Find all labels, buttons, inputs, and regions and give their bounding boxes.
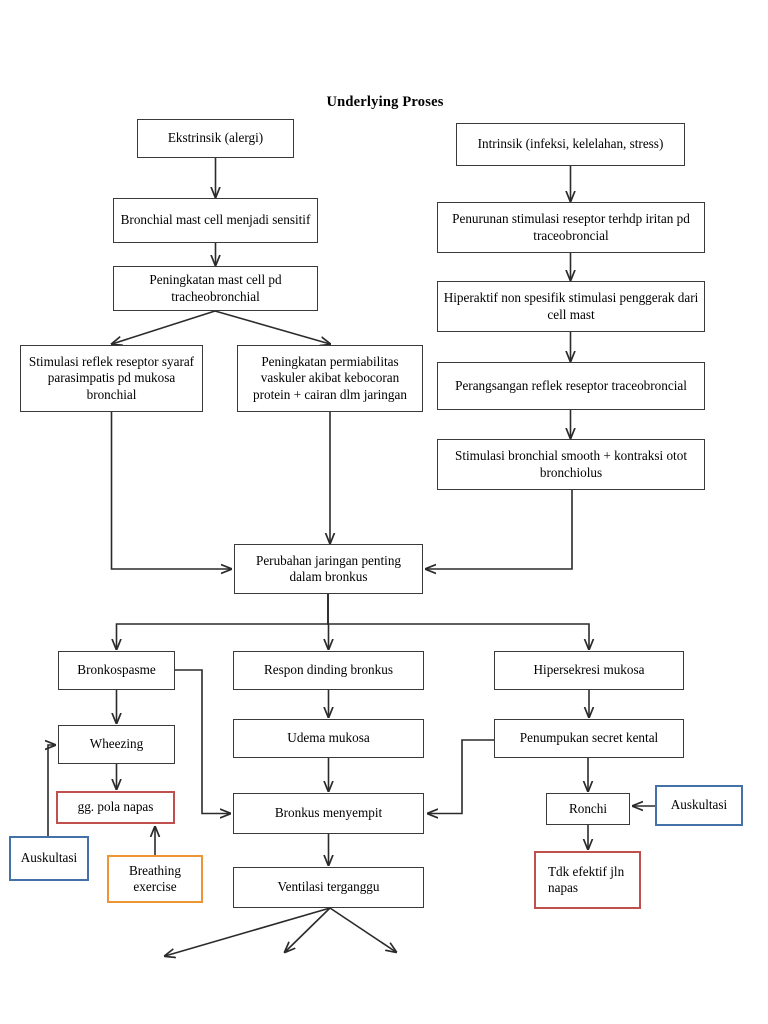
node-label: Penurunan stimulasi reseptor terhdp irit… [452,211,690,243]
link-auskultasi-left-to-wheezing [48,745,55,836]
node-label: Penumpukan secret kental [519,730,659,746]
node-label: Perangsangan reflek reseptor traceobronc… [455,377,687,393]
node-permiabilitas[interactable]: Peningkatan permiabilitas vaskuler akiba… [237,345,423,412]
link-penumpukan-to-bronkus-menyempit [428,739,494,814]
node-label: gg. pola napas [77,799,154,815]
node-stimulasi-reflek[interactable]: Stimulasi reflek reseptor syaraf parasim… [20,345,203,412]
node-ventilasi[interactable]: Ventilasi terganggu [233,867,424,908]
link-stimulasi-smooth-to-perubahan [426,490,573,569]
node-label: Tdk efektif jln napas [548,863,625,895]
link-perubahan-to-bronkospasme [117,594,329,649]
node-ronchi[interactable]: Ronchi [546,793,630,825]
link-peningkatan-mast-to-permiabilitas [214,310,330,344]
node-bronchial-mast[interactable]: Bronchial mast cell menjadi sensitif [113,198,318,243]
node-label: Hiperaktif non spesifik stimulasi pengge… [443,290,699,322]
node-bronkus-menyempit[interactable]: Bronkus menyempit [233,793,424,834]
node-auskultasi-left[interactable]: Auskultasi [9,836,89,881]
node-label: Ekstrinsik (alergi) [167,130,264,146]
node-label: Ventilasi terganggu [277,879,380,895]
link-perubahan-to-hipersekresi [327,594,589,649]
node-label: Peningkatan mast cell pd tracheobronchia… [149,272,282,304]
node-hiperaktif[interactable]: Hiperaktif non spesifik stimulasi pengge… [437,281,705,332]
link-ventilasi-to-outcome-left [165,907,331,956]
node-respon-dinding[interactable]: Respon dinding bronkus [233,651,424,690]
node-label: Hipersekresi mukosa [533,662,645,678]
node-label: Auskultasi [670,797,728,813]
node-auskultasi-right[interactable]: Auskultasi [655,785,743,826]
node-intrinsik[interactable]: Intrinsik (infeksi, kelelahan, stress) [456,123,685,166]
node-label: Ronchi [568,800,608,816]
link-ventilasi-to-outcome-center [285,907,331,952]
page-title: Underlying Proses [326,94,444,110]
node-stimulasi-smooth[interactable]: Stimulasi bronchial smooth + kontraksi o… [437,439,705,490]
node-label: Auskultasi [20,850,78,866]
node-label: Bronkus menyempit [274,805,383,821]
node-wheezing[interactable]: Wheezing [58,725,175,764]
node-label: Wheezing [89,736,144,752]
node-label: Intrinsik (infeksi, kelelahan, stress) [477,136,664,152]
node-ekstrinsik[interactable]: Ekstrinsik (alergi) [137,119,294,158]
node-peningkatan-mast[interactable]: Peningkatan mast cell pd tracheobronchia… [113,266,318,311]
node-breathing[interactable]: Breathing exercise [107,855,203,903]
node-label: Breathing exercise [128,862,181,894]
link-stimulasi-reflek-to-perubahan [110,412,232,569]
node-label: Respon dinding bronkus [264,662,393,678]
node-perubahan[interactable]: Perubahan jaringan penting dalam bronkus [234,544,423,594]
node-label: Bronchial mast cell menjadi sensitif [120,212,311,228]
node-tdk-efektif[interactable]: Tdk efektif jln napas [534,851,641,909]
node-gg-pola-napas[interactable]: gg. pola napas [56,791,175,824]
node-label: Stimulasi bronchial smooth + kontraksi o… [455,448,687,480]
node-bronkospasme[interactable]: Bronkospasme [58,651,175,690]
node-perangsangan[interactable]: Perangsangan reflek reseptor traceobronc… [437,362,705,410]
node-label: Perubahan jaringan penting dalam bronkus [255,552,402,584]
node-penumpukan[interactable]: Penumpukan secret kental [494,719,684,758]
node-label: Udema mukosa [287,730,370,746]
link-ventilasi-to-outcome-right [329,907,396,952]
node-penurunan[interactable]: Penurunan stimulasi reseptor terhdp irit… [437,202,705,253]
node-label: Bronkospasme [77,662,156,678]
node-hipersekresi[interactable]: Hipersekresi mukosa [494,651,684,690]
node-udema[interactable]: Udema mukosa [233,719,424,758]
link-peningkatan-mast-to-stimulasi-reflek [112,310,216,344]
link-bronkospasme-to-bronkus-menyempit [175,669,230,814]
node-label: Peningkatan permiabilitas vaskuler akiba… [253,354,407,402]
node-label: Stimulasi reflek reseptor syaraf parasim… [28,354,195,402]
